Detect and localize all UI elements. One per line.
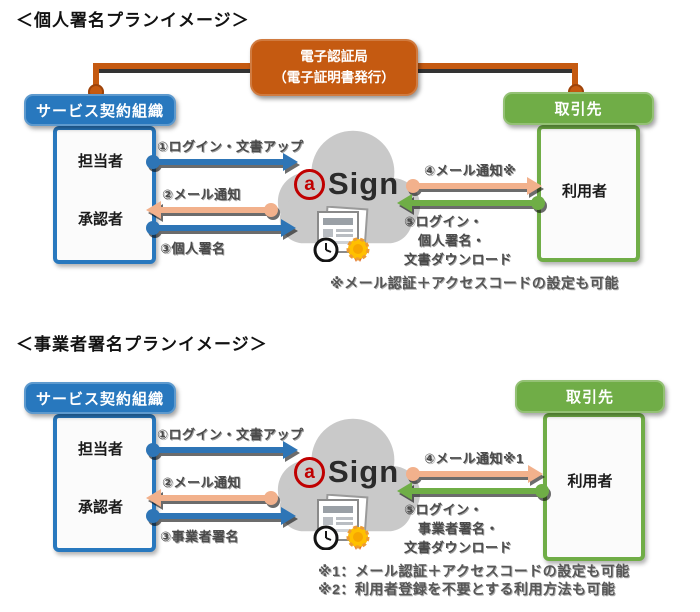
arrow-head-icon [281,219,296,237]
arrow-dot [535,484,549,498]
role-shouninsha: 承認者 [77,211,123,228]
arrow-head-icon [283,153,298,171]
partner-panel [537,125,640,262]
ca-line2: （電子証明書発行） [273,69,395,85]
arrow-line [159,207,271,213]
arrow-step-4 [406,177,542,195]
org-header: サービス契約組織 [24,94,176,126]
note-text: ※1：メール認証＋アクセスコードの設定も可能 [318,563,630,579]
arrow-step-2 [146,489,278,507]
arrow-step-2 [146,201,278,219]
org-panel [53,126,156,264]
arrow-head-icon [528,465,543,483]
partner-header: 取引先 [503,92,654,125]
arrow-dot [264,491,278,505]
arrow-step-1 [146,441,298,459]
note-text: ※メール認証＋アクセスコードの設定も可能 [330,275,619,291]
arrow-label-step-1: ①ログイン・文書アップ [157,139,304,154]
arrow-step-4 [406,465,543,483]
arrow-label-line: ⑤ログイン・ [404,502,484,517]
arrow-line [413,471,530,477]
role-riyousha: 利用者 [567,473,613,490]
asign-logo-text: Sign [328,454,400,489]
org-panel [53,414,156,552]
arrow-label-step-4: ④メール通知※ [424,163,517,178]
role-tantousha: 担当者 [77,153,123,170]
arrow-step-3 [146,507,296,525]
arrow-step-1 [146,153,298,171]
arrow-label-line: 文書ダウンロード [404,540,513,555]
arrow-line [413,183,529,189]
arrow-step-3 [146,219,296,237]
arrow-line [410,488,542,494]
document-stamp-icon [313,206,370,262]
arrow-step-5 [397,482,549,500]
arrow-head-icon [397,482,412,500]
document-stamp-icon [313,494,370,550]
arrow-head-icon [146,201,161,219]
arrow-label-step-1: ①ログイン・文書アップ [157,427,304,442]
note-text: ※2：利用者登録を不要とする利用方法も可能 [318,581,616,597]
arrow-label-step-2: ②メール通知 [162,187,242,202]
arrow-label-step-5: ⑤ログイン・ 個人署名・ 文書ダウンロード [404,212,512,269]
role-shouninsha: 承認者 [77,499,123,516]
plan-title-personal: ＜個人署名プランイメージ＞ [16,11,250,30]
arrow-label-line: 文書ダウンロード [404,252,513,267]
arrow-label-step-3: ③事業者署名 [160,529,240,544]
connector-segment [93,63,99,89]
arrow-line [153,447,285,453]
ca-line1: 電子認証局 [300,48,368,64]
asign-logo: a Sign [294,454,399,490]
arrow-line [159,495,271,501]
arrow-dot [264,203,278,217]
arrow-label-line: ⑤ログイン・ [404,214,484,229]
asign-logo: a Sign [294,166,399,202]
arrow-label-line: 事業者署名・ [418,521,500,536]
partner-header: 取引先 [515,380,665,413]
certificate-authority-box: 電子認証局 （電子証明書発行） [250,39,418,96]
arrow-line [153,225,283,231]
plan-title-business: ＜事業者署名プランイメージ＞ [16,335,268,354]
asign-logo-a-icon: a [294,168,325,200]
connector-segment [96,63,252,69]
arrow-dot [531,196,545,210]
arrow-label-step-5: ⑤ログイン・ 事業者署名・ 文書ダウンロード [404,500,512,557]
arrow-line [153,513,283,519]
arrow-head-icon [283,441,298,459]
arrow-head-icon [281,507,296,525]
org-header: サービス契約組織 [24,382,176,414]
asign-logo-text: Sign [328,166,400,201]
arrow-label-line: 個人署名・ [418,233,486,248]
connector-segment [414,63,578,69]
arrow-head-icon [397,194,412,212]
role-riyousha: 利用者 [561,183,607,200]
arrow-label-step-2: ②メール通知 [162,475,242,490]
arrow-label-step-3: ③個人署名 [160,241,226,256]
arrow-step-5 [397,194,545,212]
arrow-head-icon [527,177,542,195]
connector-segment [572,63,578,89]
arrow-line [153,159,285,165]
arrow-head-icon [146,489,161,507]
asign-logo-a-icon: a [294,456,325,488]
arrow-line [410,200,538,206]
arrow-label-step-4: ④メール通知※1 [424,451,524,466]
role-tantousha: 担当者 [77,441,123,458]
